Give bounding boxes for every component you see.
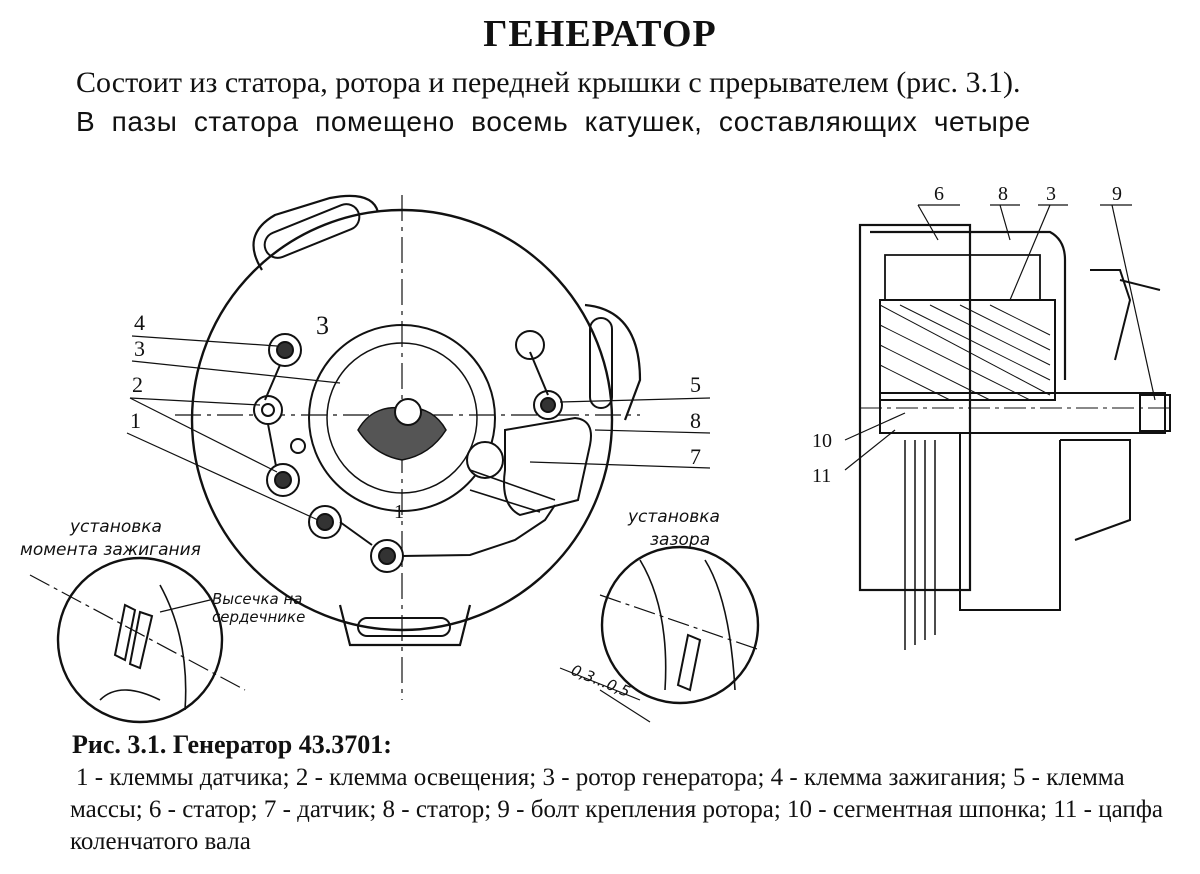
label-3: 3 xyxy=(134,336,145,361)
label-2: 2 xyxy=(132,372,143,397)
section-label-8: 8 xyxy=(998,183,1008,205)
section-label-3: 3 xyxy=(1046,183,1056,205)
label-5: 5 xyxy=(690,372,701,397)
section-label-9: 9 xyxy=(1112,183,1122,205)
terminal-mark: 1 xyxy=(394,501,404,523)
section-label-10: 10 xyxy=(812,430,832,452)
section-view xyxy=(844,204,1171,650)
notch-note-1: Высечка на xyxy=(212,590,303,608)
gap-value: 0,3...0,5 xyxy=(569,661,633,701)
figure-caption-text: 1 - клеммы датчика; 2 - клемма освещения… xyxy=(70,764,1164,855)
notch-note-2: сердечнике xyxy=(212,608,305,626)
figure-caption-title: Рис. 3.1. Генератор 43.3701: xyxy=(72,730,392,759)
paragraph-line-2: В пазы статора помещено восемь катушек, … xyxy=(76,106,1031,137)
paragraph-line-1: Состоит из статора, ротора и передней кр… xyxy=(76,66,1021,99)
gap-heading-2: зазора xyxy=(650,530,710,550)
page-title: ГЕНЕРАТОР xyxy=(483,13,717,55)
gap-heading-1: установка xyxy=(627,507,720,527)
label-7: 7 xyxy=(690,444,701,469)
generator-figure: 4 3 2 1 3 1 5 8 7 установка момента зажи… xyxy=(20,183,1171,724)
label-4: 4 xyxy=(134,310,145,335)
front-view xyxy=(126,194,711,700)
label-1: 1 xyxy=(130,408,141,433)
section-label-11: 11 xyxy=(812,465,831,487)
label-8: 8 xyxy=(690,408,701,433)
rotor-mark: 3 xyxy=(316,311,329,340)
section-label-6: 6 xyxy=(934,183,944,205)
ignition-heading-2: момента зажигания xyxy=(20,540,201,560)
ignition-heading-1: установка xyxy=(69,517,162,537)
gap-detail xyxy=(559,545,761,723)
ignition-timing-detail xyxy=(29,556,246,724)
